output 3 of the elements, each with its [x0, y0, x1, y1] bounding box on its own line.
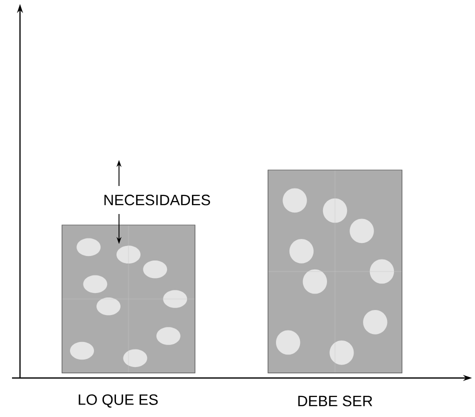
axis-label: LO QUE ES: [78, 394, 158, 408]
axis-label: NECESIDADES: [104, 194, 210, 206]
axis-label: DEBE SER: [298, 396, 372, 406]
